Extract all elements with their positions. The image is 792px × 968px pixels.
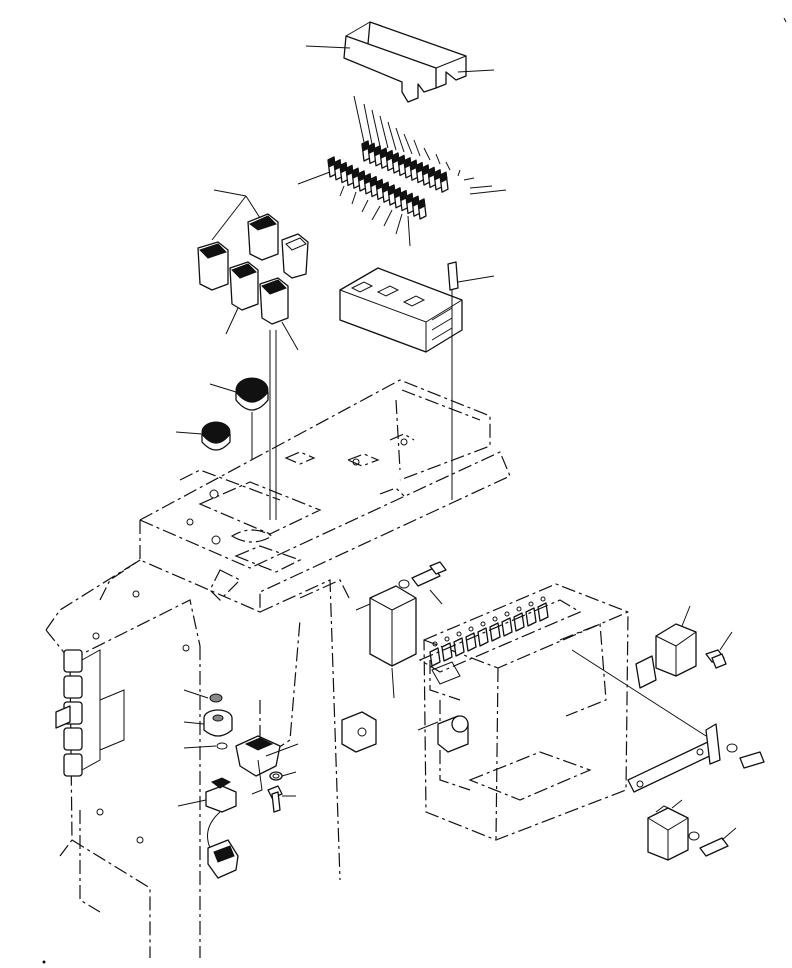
o-ring — [183, 742, 228, 750]
leader-line — [435, 153, 441, 165]
rocker-switch-right — [247, 213, 279, 261]
relay-lower-right — [647, 799, 689, 861]
bracket-plate — [341, 711, 377, 753]
leader-line — [363, 103, 373, 145]
leader-line — [463, 177, 475, 181]
leader-line — [297, 171, 331, 185]
relay-upper-right — [635, 605, 697, 689]
bar-terminal — [477, 627, 489, 647]
washer-set — [269, 771, 297, 781]
mounting-strip-right — [571, 649, 765, 793]
pressure-sensor — [177, 777, 239, 879]
bar-terminal-screw — [444, 636, 450, 642]
terminal-pin-top — [417, 198, 426, 210]
bar-terminal — [465, 632, 477, 652]
cap-nut — [183, 689, 223, 703]
bolt-with-washer — [398, 561, 447, 605]
bar-terminal-screw — [456, 631, 462, 637]
rocker-switch-left — [197, 241, 229, 291]
electronic-module — [355, 585, 417, 699]
leader-line — [445, 161, 451, 171]
leader-line — [371, 109, 381, 147]
leader-line — [413, 139, 421, 157]
bar-terminal — [453, 637, 465, 657]
bar-terminal-screw — [540, 596, 546, 602]
leader-line — [387, 121, 397, 151]
console-frame — [45, 379, 511, 958]
bar-terminal-screw — [516, 606, 522, 612]
terminal-strip-upper — [361, 140, 449, 193]
bar-terminal-screw — [480, 621, 486, 627]
buzzer — [183, 709, 233, 737]
bar-terminal — [441, 642, 453, 662]
bolt-lower-left — [267, 785, 296, 813]
bolt-upper-right — [705, 631, 733, 669]
connector-cover-pair — [343, 21, 467, 103]
bar-terminal — [501, 617, 513, 637]
leader-line — [469, 189, 507, 195]
leader-line — [469, 185, 493, 189]
bar-terminal-screw — [468, 626, 474, 632]
leader-line — [457, 169, 461, 177]
switch-light-unit — [281, 233, 309, 279]
bar-terminal-screw — [504, 611, 510, 617]
control-knob-large — [235, 377, 269, 411]
corner-marks — [42, 17, 787, 964]
leader-line — [339, 185, 345, 197]
terminal-pin-top — [439, 171, 448, 183]
leader-line — [353, 95, 365, 143]
controller-block — [339, 267, 463, 353]
side-panel-connectors — [55, 649, 125, 777]
terminal-bar — [418, 596, 582, 673]
connector-pin — [447, 261, 495, 500]
control-knob-small — [201, 421, 231, 451]
bar-terminal-screw — [492, 616, 498, 622]
switch-bracket — [235, 735, 299, 795]
leader-line — [395, 213, 403, 235]
terminal-strip-lower — [327, 156, 427, 220]
bar-terminal-screw — [528, 601, 534, 607]
rocker-switch-middle — [229, 261, 259, 311]
leader-line — [423, 147, 431, 161]
leader-lines-covers — [305, 45, 495, 73]
leader-lines-terminals — [297, 95, 507, 247]
bar-outline — [418, 599, 582, 673]
leader-line — [403, 133, 413, 155]
leader-line — [395, 127, 405, 153]
mounting-holes — [92, 438, 408, 844]
leader-line — [371, 205, 381, 221]
leader-line — [407, 215, 411, 247]
leader-line — [361, 199, 369, 213]
leader-line — [351, 191, 357, 205]
leader-line — [383, 209, 393, 227]
leader-line — [379, 115, 389, 149]
bar-terminal — [537, 602, 549, 622]
bar-terminal — [429, 647, 441, 667]
bar-terminal — [513, 612, 525, 632]
rocker-switch-front — [259, 277, 289, 325]
leader-lines-knobs — [175, 383, 253, 460]
leader-lines-switches — [211, 189, 299, 520]
bar-terminal — [489, 622, 501, 642]
bar-terminal-screw — [432, 641, 438, 647]
bar-terminal — [525, 607, 537, 627]
bolt-lower-right — [688, 827, 737, 857]
